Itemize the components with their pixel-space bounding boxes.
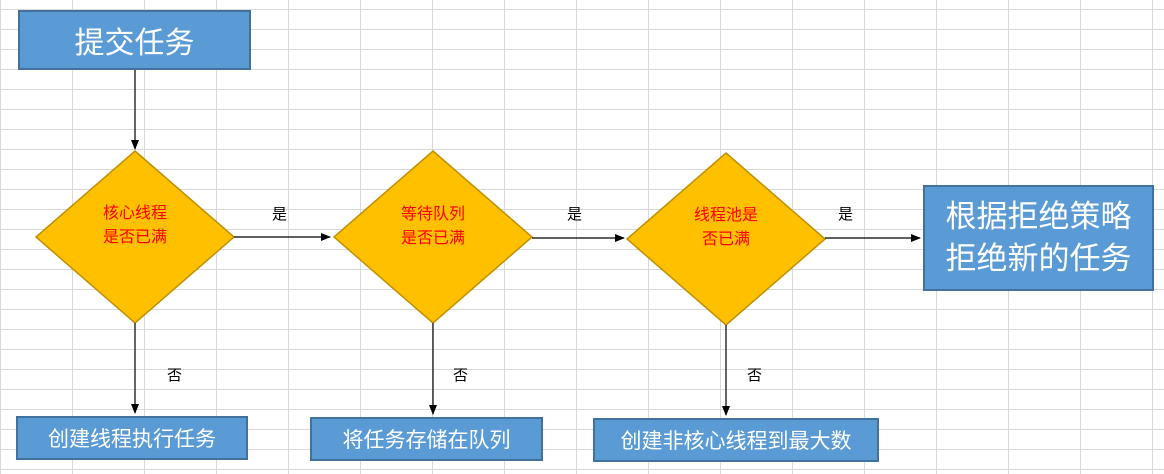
start-box-label: 提交任务	[74, 26, 195, 61]
no-label-3: 否	[747, 366, 763, 384]
decision-3-line-1: 线程池是	[693, 205, 758, 224]
reject-line-2: 拒绝新的任务	[945, 241, 1132, 277]
decision-2-line-1: 等待队列	[400, 204, 465, 223]
outcome-box-create-thread: 创建线程执行任务	[16, 416, 248, 460]
yes-label-2: 是	[567, 205, 583, 223]
reject-box: 根据拒绝策略 拒绝新的任务	[923, 185, 1154, 291]
yes-label-1: 是	[272, 205, 288, 223]
outcome-1-label: 创建线程执行任务	[48, 427, 216, 451]
outcome-box-store-in-queue: 将任务存储在队列	[310, 417, 543, 461]
reject-line-1: 根据拒绝策略	[945, 199, 1132, 235]
no-label-2: 否	[453, 366, 469, 384]
decision-2-line-2: 是否已满	[400, 228, 465, 247]
outcome-2-label: 将任务存储在队列	[342, 428, 511, 452]
yes-label-3: 是	[838, 205, 854, 223]
decision-3-line-2: 否已满	[701, 229, 750, 248]
decision-text-pool: 线程池是 否已满	[656, 203, 796, 251]
no-label-1: 否	[167, 366, 183, 384]
start-box-submit-task: 提交任务	[18, 10, 251, 70]
decision-1-line-2: 是否已满	[102, 227, 167, 246]
decision-text-queue: 等待队列 是否已满	[363, 202, 503, 250]
outcome-box-create-non-core-thread: 创建非核心线程到最大数	[593, 418, 879, 462]
decision-1-line-1: 核心线程	[102, 203, 167, 222]
outcome-3-label: 创建非核心线程到最大数	[620, 429, 852, 453]
decision-text-core-threads: 核心线程 是否已满	[65, 201, 205, 249]
